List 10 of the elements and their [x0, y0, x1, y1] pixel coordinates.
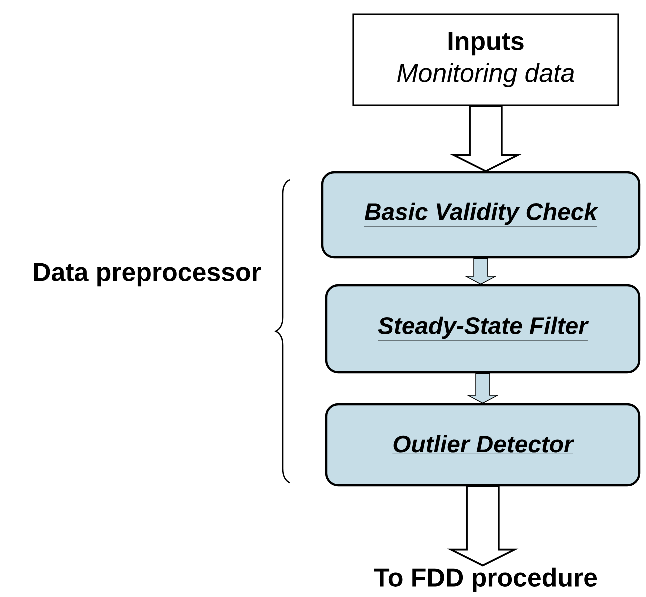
- process-box: Outlier Detector: [325, 403, 641, 487]
- block-arrow: [447, 486, 519, 567]
- process-box: Basic Validity Check: [321, 171, 641, 259]
- arrow: [466, 373, 500, 404]
- input-box: Inputs Monitoring data: [352, 14, 620, 106]
- group-label: Data preprocessor: [34, 263, 262, 287]
- output-text: To FDD procedure: [374, 568, 598, 592]
- arrow: [464, 258, 498, 285]
- block-arrow: [450, 105, 522, 172]
- process-box: Steady-State Filter: [325, 284, 641, 374]
